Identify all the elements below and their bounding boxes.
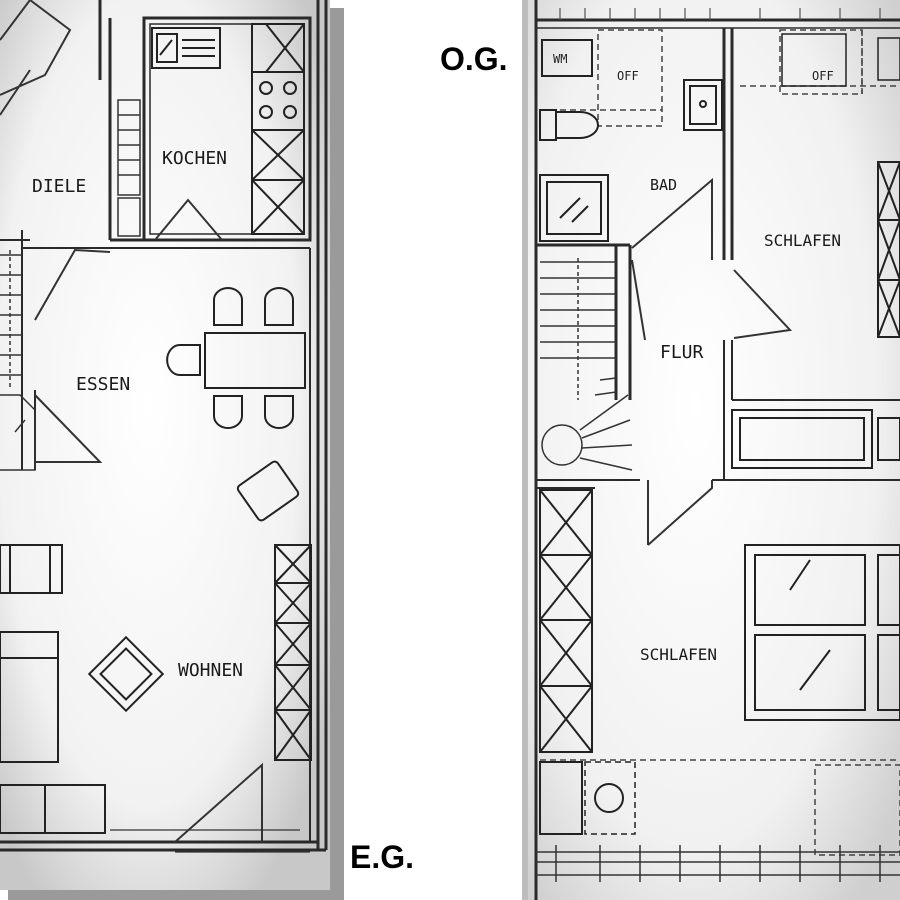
entrance-door-arc [0,0,72,116]
bedroom-wardrobe-top [781,33,847,87]
bedroom-skylight-bottom [540,759,900,856]
upper-floor-walls [534,0,900,900]
dining-door-swing [34,248,111,463]
bedroom-shelf-top [877,37,900,81]
upper-top-edge-ticks [559,8,881,20]
fixture-label-wm: WM [553,52,567,66]
toilet [539,109,599,141]
hall-wardrobe [117,99,141,237]
bedroom-wardrobe-right [877,161,900,338]
sofa [0,544,63,763]
armchair-living [87,635,165,713]
upper-bottom-window-band [536,845,900,882]
upper-floor-staircase [540,258,633,471]
room-label-kochen: KOCHEN [162,148,227,169]
floor-label-ground: E.G. [350,839,414,875]
fixture-label-off-right: OFF [812,69,834,83]
double-bed [744,544,900,721]
dining-table [166,287,306,429]
kitchen-counter [251,23,305,235]
daybed [731,409,900,469]
kitchen-sink [151,27,221,69]
room-label-essen: ESSEN [76,374,130,395]
room-label-schlafen-top: SCHLAFEN [764,231,841,250]
ground-floor-plan: DIELE KOCHEN ESSEN WOHNEN [0,0,344,900]
bath-door-swing [631,177,713,341]
room-label-diele: DIELE [32,176,86,197]
upper-floor-paper [528,0,900,900]
room-label-schlafen-bottom: SCHLAFEN [640,645,717,664]
room-label-flur: FLUR [660,342,704,363]
living-shelf [274,544,312,761]
bedroom-sink [539,761,636,835]
fixture-label-off-left: OFF [617,69,639,83]
washing-machine [541,39,593,77]
kitchen-door-swing [154,198,223,241]
upper-floor-plan: WM OFF OFF [522,0,900,900]
shower [539,174,609,242]
bedroom-shelf-left [539,489,593,753]
sideboard [0,784,106,834]
ground-floor-staircase [0,250,36,471]
flur-door-swings [647,269,793,546]
bath-skylight [540,29,663,127]
room-label-bad: BAD [650,176,677,194]
floor-label-upper: O.G. [440,41,508,77]
terrace-door [110,762,310,853]
washbasin [683,79,723,131]
room-label-wohnen: WOHNEN [178,660,243,681]
ground-floor-paper [0,0,330,890]
armchair-small [236,460,300,522]
